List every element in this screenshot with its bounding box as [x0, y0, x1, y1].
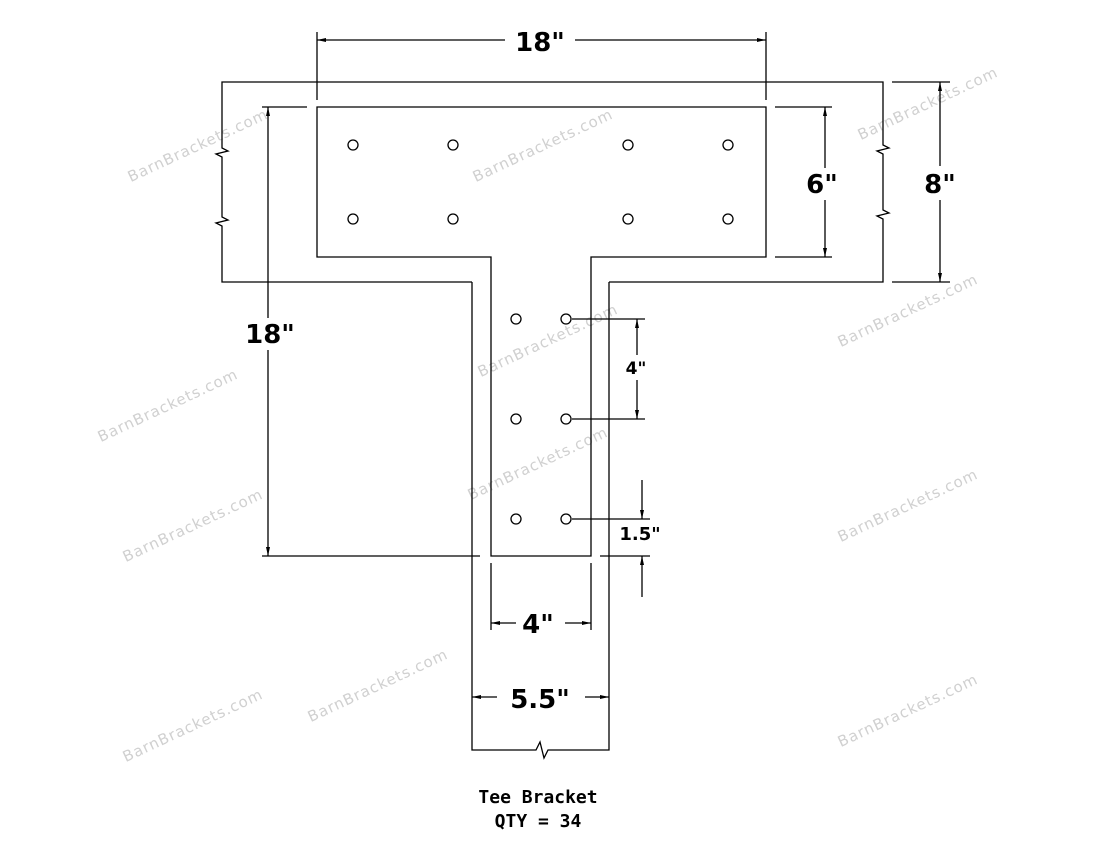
watermark-text: BarnBrackets.com: [465, 423, 611, 504]
dim-post-width: 5.5": [472, 685, 609, 715]
post-outline: [471, 282, 610, 760]
dim-left-height-label: 18": [245, 320, 295, 350]
watermark-text: BarnBrackets.com: [835, 465, 981, 546]
bolt-holes: [347, 139, 734, 525]
bolt-hole: [722, 139, 734, 151]
part-name: Tee Bracket: [478, 787, 597, 808]
part-quantity: QTY = 34: [495, 811, 582, 832]
bolt-hole: [622, 213, 634, 225]
dim-post-width-label: 5.5": [510, 685, 570, 715]
dim-left-height: 18": [245, 106, 480, 557]
beam-outline: [214, 81, 891, 283]
bolt-hole: [347, 139, 359, 151]
watermark-text: BarnBrackets.com: [835, 670, 981, 751]
dim-plate-height-label: 6": [806, 170, 838, 200]
bracket-plate: [316, 106, 767, 557]
watermark-text: BarnBrackets.com: [125, 105, 271, 186]
dim-top-width-label: 18": [515, 28, 565, 58]
watermark-text: BarnBrackets.com: [305, 645, 451, 726]
dim-beam-height: 8": [892, 81, 956, 283]
bolt-hole: [510, 313, 522, 325]
dim-stem-width-label: 4": [522, 610, 554, 640]
bolt-hole: [510, 513, 522, 525]
dim-hole-edge-label: 1.5": [619, 524, 660, 545]
bolt-hole: [560, 313, 572, 325]
watermark-text: BarnBrackets.com: [120, 685, 266, 766]
dim-beam-height-label: 8": [924, 170, 956, 200]
bolt-hole: [347, 213, 359, 225]
dim-plate-height: 6": [775, 106, 838, 258]
dim-top-width: 18": [316, 28, 767, 100]
bolt-hole: [447, 213, 459, 225]
bolt-hole: [510, 413, 522, 425]
bolt-hole: [560, 413, 572, 425]
bolt-hole: [622, 139, 634, 151]
dim-hole-spacing: 4": [572, 318, 647, 420]
dim-hole-edge: 1.5": [572, 480, 661, 597]
dim-hole-spacing-label: 4": [626, 359, 647, 379]
watermark-text: BarnBrackets.com: [95, 365, 241, 446]
dim-stem-width: 4": [490, 563, 592, 640]
watermark-text: BarnBrackets.com: [855, 63, 1001, 144]
bolt-hole: [560, 513, 572, 525]
bolt-hole: [447, 139, 459, 151]
watermark-text: BarnBrackets.com: [470, 105, 616, 186]
bolt-hole: [722, 213, 734, 225]
watermark-text: BarnBrackets.com: [120, 485, 266, 566]
watermark-text: BarnBrackets.com: [475, 300, 621, 381]
